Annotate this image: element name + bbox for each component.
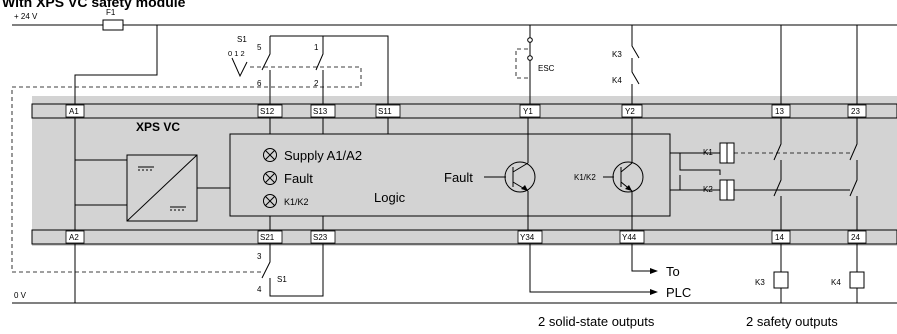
svg-text:24: 24 <box>851 233 860 242</box>
s1-contact-4: 4 <box>257 285 262 294</box>
wire-plus-to-a1 <box>74 25 158 104</box>
led-fault-label: Fault <box>284 171 313 186</box>
contact-23-24 <box>849 118 858 230</box>
fuse-f1 <box>102 19 124 31</box>
svg-text:13: 13 <box>775 107 784 116</box>
s1-contact-1: 1 <box>314 43 319 52</box>
wire-a1-internal <box>74 118 127 205</box>
supply-zero-label: 0 V <box>14 291 27 300</box>
output-plc-label: PLC <box>666 285 691 300</box>
svg-text:14: 14 <box>775 233 784 242</box>
module-bottom-strip <box>31 229 897 245</box>
arrow-to <box>650 268 658 274</box>
svg-text:Y1: Y1 <box>523 107 533 116</box>
esc-contact-top <box>527 37 533 43</box>
arrow-plc <box>650 289 658 295</box>
bottom-terminal-14: 14 <box>771 230 791 244</box>
s1-mechanical-link-top <box>11 66 362 273</box>
esc-dash <box>515 48 530 79</box>
module-name: XPS VC <box>136 120 180 134</box>
led-fault <box>263 171 277 185</box>
esc-label: ESC <box>538 64 555 73</box>
module-top-strip <box>31 103 897 119</box>
svg-text:23: 23 <box>851 107 860 116</box>
bottom-terminal-y44: Y44 <box>619 230 645 244</box>
svg-text:A2: A2 <box>69 233 79 242</box>
s1-position-arrow <box>231 57 248 78</box>
contact-13-14 <box>773 118 782 230</box>
logic-label: Logic <box>374 190 406 205</box>
wire-y34-plc <box>529 244 650 293</box>
top-terminal-y2: Y2 <box>621 104 643 118</box>
s1-contact-6: 6 <box>257 79 262 88</box>
coil-k3-label: K3 <box>755 278 765 287</box>
coil-k4 <box>849 271 865 289</box>
s1-contact-2: 2 <box>314 79 319 88</box>
top-terminal-s13: S13 <box>310 104 336 118</box>
coil-k4-label: K4 <box>831 278 841 287</box>
top-terminal-a1: A1 <box>65 104 85 118</box>
footer-safety: 2 safety outputs <box>746 314 838 329</box>
bottom-terminal-a2: A2 <box>65 230 85 244</box>
coil-k3 <box>773 271 789 289</box>
svg-text:S13: S13 <box>313 107 328 116</box>
top-terminal-s12: S12 <box>257 104 283 118</box>
fault-output-label: Fault <box>444 170 473 185</box>
s1-contact-3: 3 <box>257 252 262 261</box>
top-terminal-23: 23 <box>847 104 867 118</box>
bottom-terminal-s23: S23 <box>310 230 336 244</box>
top-terminal-y1: Y1 <box>519 104 541 118</box>
svg-text:Y44: Y44 <box>622 233 637 242</box>
bottom-terminal-s21: S21 <box>257 230 283 244</box>
led-k1k2 <box>263 194 277 208</box>
supply-plus-label: + 24 V <box>14 12 38 21</box>
s1-bottom-label: S1 <box>277 275 287 284</box>
svg-text:S21: S21 <box>260 233 275 242</box>
svg-text:Y34: Y34 <box>520 233 535 242</box>
svg-text:S11: S11 <box>378 107 392 116</box>
wire-a2-internal <box>74 204 127 230</box>
wire-s21-s1 <box>261 244 324 297</box>
led-k1k2-label: K1/K2 <box>284 197 309 207</box>
transistor-y44 <box>603 161 644 193</box>
bottom-terminal-24: 24 <box>847 230 867 244</box>
wire-s1-contact-5-6 <box>261 36 271 104</box>
s1-contact-5: 5 <box>257 43 262 52</box>
bottom-terminal-y34: Y34 <box>517 230 543 244</box>
led-supply-label: Supply A1/A2 <box>284 148 362 163</box>
relay-k1-label: K1 <box>703 148 713 157</box>
svg-text:A1: A1 <box>69 107 79 116</box>
footer-solid-state: 2 solid-state outputs <box>538 314 655 329</box>
s1-positions: 0 1 2 <box>228 49 245 58</box>
top-terminal-13: 13 <box>771 104 791 118</box>
wire-k-loop <box>679 153 721 190</box>
s1-top-label: S1 <box>237 35 247 44</box>
logic-block <box>229 133 671 217</box>
wire-s12-s11-link <box>270 35 389 104</box>
svg-text:Y2: Y2 <box>625 107 635 116</box>
k1k2-output-label: K1/K2 <box>574 173 596 182</box>
led-supply <box>263 148 277 162</box>
esc-contact-bottom <box>527 55 533 61</box>
top-terminal-s11: S11 <box>375 104 401 118</box>
diagram-title: With XPS VC safety module <box>2 0 186 10</box>
wire-y44-to <box>631 244 650 272</box>
svg-text:S12: S12 <box>260 107 275 116</box>
svg-text:S23: S23 <box>313 233 328 242</box>
converter-diagonal <box>126 154 198 222</box>
relay-k2-label: K2 <box>703 185 713 194</box>
wire-plus-k3-contact <box>631 25 640 104</box>
fuse-f1-label: F1 <box>106 8 116 17</box>
feedback-k4-label: K4 <box>612 76 622 85</box>
transistor-y34 <box>484 161 536 193</box>
feedback-k3-label: K3 <box>612 50 622 59</box>
output-to-label: To <box>666 264 680 279</box>
